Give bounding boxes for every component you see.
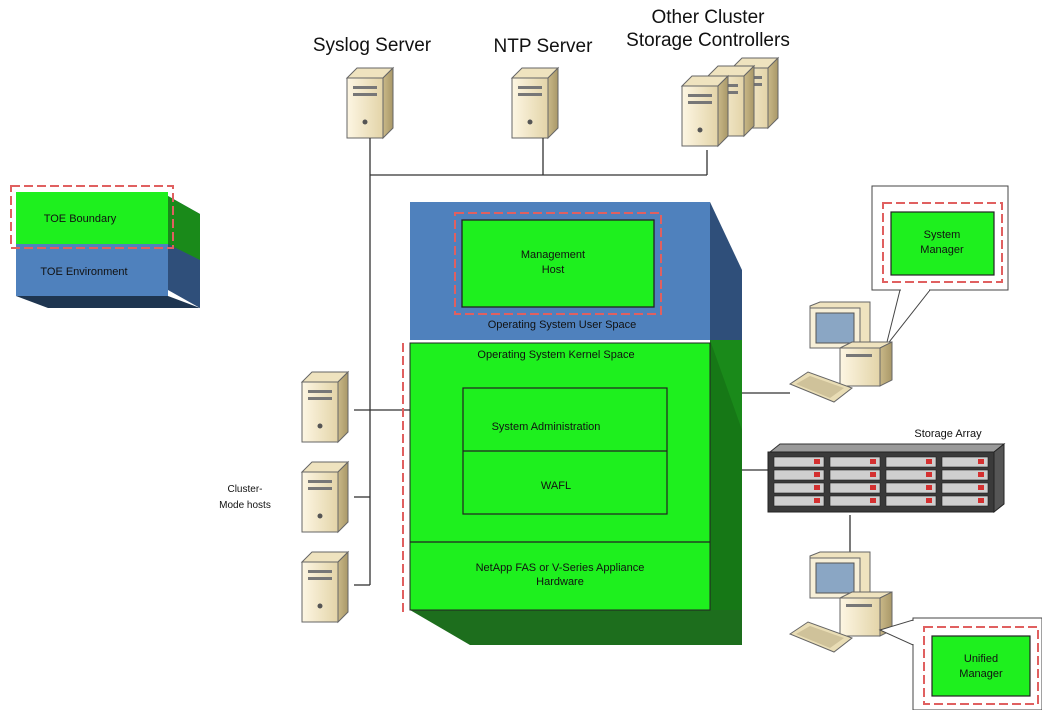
system-manager-box [890,211,995,276]
storage-array-icon [767,442,1006,514]
kernel-space-label: Operating System Kernel Space [477,349,634,361]
storage-array-label: Storage Array [914,428,982,440]
other-controllers-label-2: Storage Controllers [626,30,790,51]
syslog-server-label: Syslog Server [313,35,432,56]
legend-side-green [168,196,200,260]
cluster-hosts-label-1: Cluster- [227,484,262,495]
management-host-label-2: Host [542,264,565,276]
hardware-label-2: Hardware [536,576,584,588]
system-manager-callout: System Manager [871,185,1009,347]
legend-environment-swatch [16,244,168,296]
system-manager-boundary [882,202,1003,283]
unified-manager-label-2: Manager [959,668,1003,680]
legend-boundary-dash [10,185,174,249]
other-controllers-icon [681,57,779,147]
unified-manager-boundary [923,626,1039,705]
hardware-label-1: NetApp FAS or V-Series Appliance [476,562,645,574]
management-host-boundary [454,212,662,315]
unified-manager-label-1: Unified [964,653,998,665]
unified-manager-box [931,635,1031,697]
system-manager-label-2: Manager [920,244,964,256]
system-manager-label-1: System [924,229,961,241]
other-controllers-label-1: Other Cluster [652,7,766,28]
legend-environment-label: TOE Environment [40,266,127,278]
legend: TOE Boundary TOE Environment [10,185,200,308]
system-manager-workstation-icon [789,301,893,403]
user-space-label: Operating System User Space [488,319,637,331]
user-space-side [710,202,742,340]
cluster-hosts-label-2: Mode hosts [219,500,271,511]
wafl-label: WAFL [541,480,571,492]
management-host-label-1: Management [521,249,585,261]
ntp-server-icon [511,67,559,139]
cluster-host-icons [301,371,349,623]
legend-bottom [16,296,200,308]
system-administration-label: System Administration [492,421,601,433]
toe-bottom [410,610,742,645]
unified-manager-workstation-icon [789,551,893,653]
legend-boundary-label: TOE Boundary [44,213,117,225]
syslog-server-icon [346,67,394,139]
legend-boundary-swatch [16,192,168,244]
unified-manager-callout: Unified Manager [878,617,1042,710]
toe-block: Management Host Operating System User Sp… [402,202,742,645]
ntp-server-label: NTP Server [494,36,594,57]
management-host-box [461,219,655,308]
